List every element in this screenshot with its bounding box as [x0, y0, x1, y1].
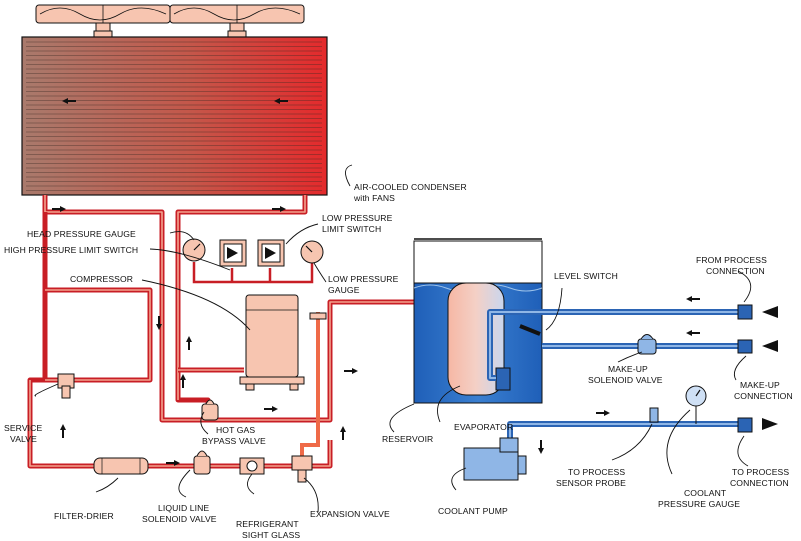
- high-pressure-limit-switch: [219, 239, 247, 267]
- refrigerant-sight-glass: [239, 457, 265, 475]
- label-reservoir: RESERVOIR: [382, 434, 433, 444]
- label-level-switch: LEVEL SWITCH: [554, 271, 618, 281]
- label-high-pressure-limit-switch: HIGH PRESSURE LIMIT SWITCH: [4, 245, 138, 255]
- make-up-connection: [737, 339, 778, 354]
- label-filter-drier: FILTER-DRIER: [54, 511, 114, 521]
- coolant-pump: [463, 437, 527, 481]
- make-up-solenoid-valve: [637, 334, 657, 355]
- filter-drier: [93, 457, 149, 475]
- hot-gas-bypass-valve: [201, 399, 219, 421]
- low-pressure-limit-switch: [257, 239, 285, 267]
- compressor: [239, 294, 327, 391]
- label-expansion-valve: EXPANSION VALVE: [310, 509, 390, 519]
- label-evaporator: EVAPORATOR: [454, 422, 513, 432]
- low-pressure-gauge: [300, 240, 324, 264]
- service-valve: [57, 373, 75, 399]
- label-coolant-pump: COOLANT PUMP: [438, 506, 508, 516]
- label-compressor: COMPRESSOR: [70, 274, 133, 284]
- expansion-valve: [291, 455, 313, 483]
- liquid-line-solenoid-valve: [193, 450, 211, 475]
- leader-lines: [34, 164, 752, 513]
- level-switch: [519, 324, 541, 336]
- air-cooled-condenser: [21, 36, 328, 196]
- to-process-sensor-probe: [649, 407, 659, 423]
- coolant-pressure-gauge: [685, 385, 707, 424]
- label-head-pressure-gauge: HEAD PRESSURE GAUGE: [27, 229, 136, 239]
- from-process-connection: [737, 304, 778, 320]
- to-process-connection: [737, 417, 778, 433]
- evaporator-coil: [447, 282, 511, 396]
